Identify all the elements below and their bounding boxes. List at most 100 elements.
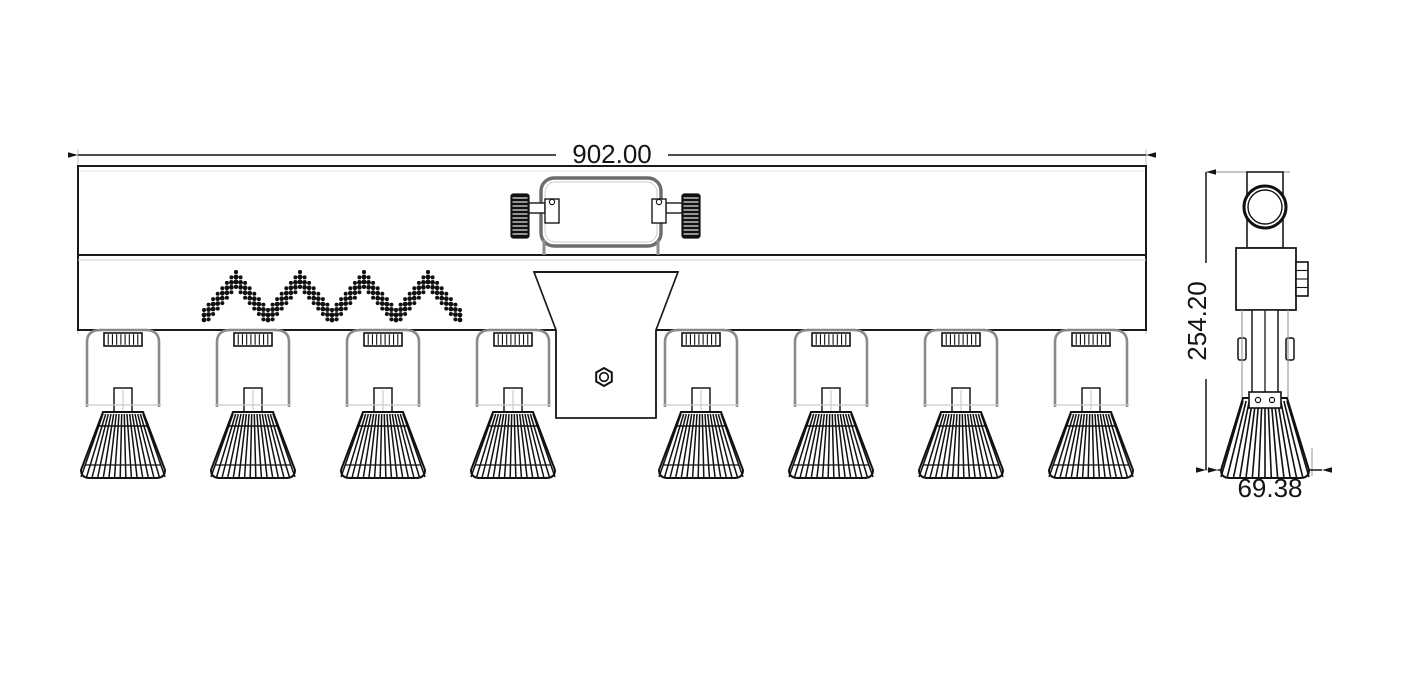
side-brush-bristle [1267, 400, 1273, 478]
brush-bristle [940, 413, 953, 478]
brush-bristle [487, 413, 502, 478]
brush-bristle [717, 413, 739, 478]
brush-3 [339, 328, 427, 479]
brush-bristle [261, 413, 274, 478]
belt-dot [339, 297, 344, 302]
belt-dot [366, 290, 371, 295]
brush-bristle [1110, 413, 1134, 478]
brush-bristle [680, 413, 693, 478]
brush-7 [917, 328, 1005, 479]
grip-link-right [651, 198, 683, 224]
belt-dot [261, 317, 266, 322]
brush-bristle [386, 413, 393, 478]
hex-bolt[interactable] [595, 366, 613, 388]
grip-left[interactable] [510, 193, 530, 239]
brush-bristle [498, 413, 508, 478]
belt-dot [430, 284, 435, 290]
belt-dot [398, 302, 403, 307]
brush-bristle [691, 413, 698, 478]
belt-dot [407, 306, 412, 311]
belt-dot [302, 290, 307, 295]
belt-dot [444, 306, 449, 311]
belt-dot [302, 284, 307, 290]
belt-dot [279, 291, 284, 296]
brush-bristle [131, 413, 144, 478]
belt-dot [416, 295, 421, 300]
brush-4 [469, 328, 557, 479]
belt-dot [421, 290, 426, 295]
brush-bristle [720, 413, 744, 478]
hub-hole-left [1254, 396, 1262, 404]
mount-plate[interactable] [1071, 332, 1111, 347]
brush-bristle [701, 413, 705, 478]
belt-dot [238, 290, 243, 295]
brush-bristle [1087, 413, 1091, 478]
grip-link-arm [665, 202, 683, 214]
belt-dot [293, 275, 298, 280]
belt-dot [288, 290, 294, 296]
belt-dot [306, 285, 312, 291]
clip-right [1285, 337, 1295, 361]
belt-dot [224, 285, 230, 291]
brush-bristle [1096, 413, 1106, 478]
belt-dot [348, 286, 353, 291]
belt-dot [307, 280, 312, 285]
belt-dot [394, 308, 398, 312]
brush-bristle [980, 413, 1004, 478]
belt-dot [393, 317, 399, 323]
brush-bristle [379, 413, 383, 478]
belt-dot [421, 284, 426, 290]
brush-bristle [85, 413, 107, 478]
belt-dot [265, 312, 271, 318]
brush-bristle [513, 413, 517, 478]
belt-dot [343, 291, 348, 296]
belt-dot [371, 280, 376, 285]
belt-dot [457, 312, 463, 318]
belt-dot [247, 286, 252, 291]
hex-bolt-center [598, 371, 610, 383]
belt-dot [211, 312, 216, 316]
mount-plate[interactable] [103, 332, 143, 347]
yoke-arm-right [982, 328, 999, 407]
belt-dot [370, 285, 376, 291]
mount-plate[interactable] [941, 332, 981, 347]
belt-dot [453, 317, 458, 322]
brush-bristle [844, 413, 863, 478]
belt-dot [389, 307, 394, 312]
mount-plate[interactable] [233, 332, 273, 347]
mount-plate[interactable] [493, 332, 533, 347]
brush-bristle [368, 413, 378, 478]
belt-dot [352, 280, 357, 285]
belt-dot [402, 306, 408, 312]
belt-dot [224, 280, 229, 285]
yoke-arm-right [144, 328, 161, 407]
belt-dot [439, 290, 445, 296]
belt-dot [302, 275, 307, 280]
side-brush-bristle [1279, 400, 1298, 478]
grip-right[interactable] [681, 193, 701, 239]
belt-dot [215, 306, 220, 311]
belt-dot [311, 286, 316, 291]
mount-plate[interactable] [681, 332, 721, 347]
belt-dot [210, 306, 216, 312]
belt-dot [298, 284, 302, 289]
belt-dot [416, 285, 422, 291]
belt-dot [284, 301, 289, 306]
belt-dot [274, 301, 280, 307]
belt-dot [334, 317, 339, 322]
belt-dot [411, 290, 417, 296]
yoke-arm-right [722, 328, 739, 407]
belt-dot [407, 296, 413, 302]
belt-dot [352, 290, 358, 296]
belt-dot [330, 308, 334, 312]
belt-dot [453, 302, 458, 307]
brush-bristle [388, 413, 398, 478]
mount-plate[interactable] [363, 332, 403, 347]
brush-bristle [481, 413, 500, 478]
brush-bristle [712, 413, 727, 478]
brush-2 [209, 328, 297, 479]
belt-dot [352, 285, 358, 291]
mount-plate[interactable] [811, 332, 851, 347]
brush-bristle [134, 413, 149, 478]
brush-bristle [269, 413, 291, 478]
